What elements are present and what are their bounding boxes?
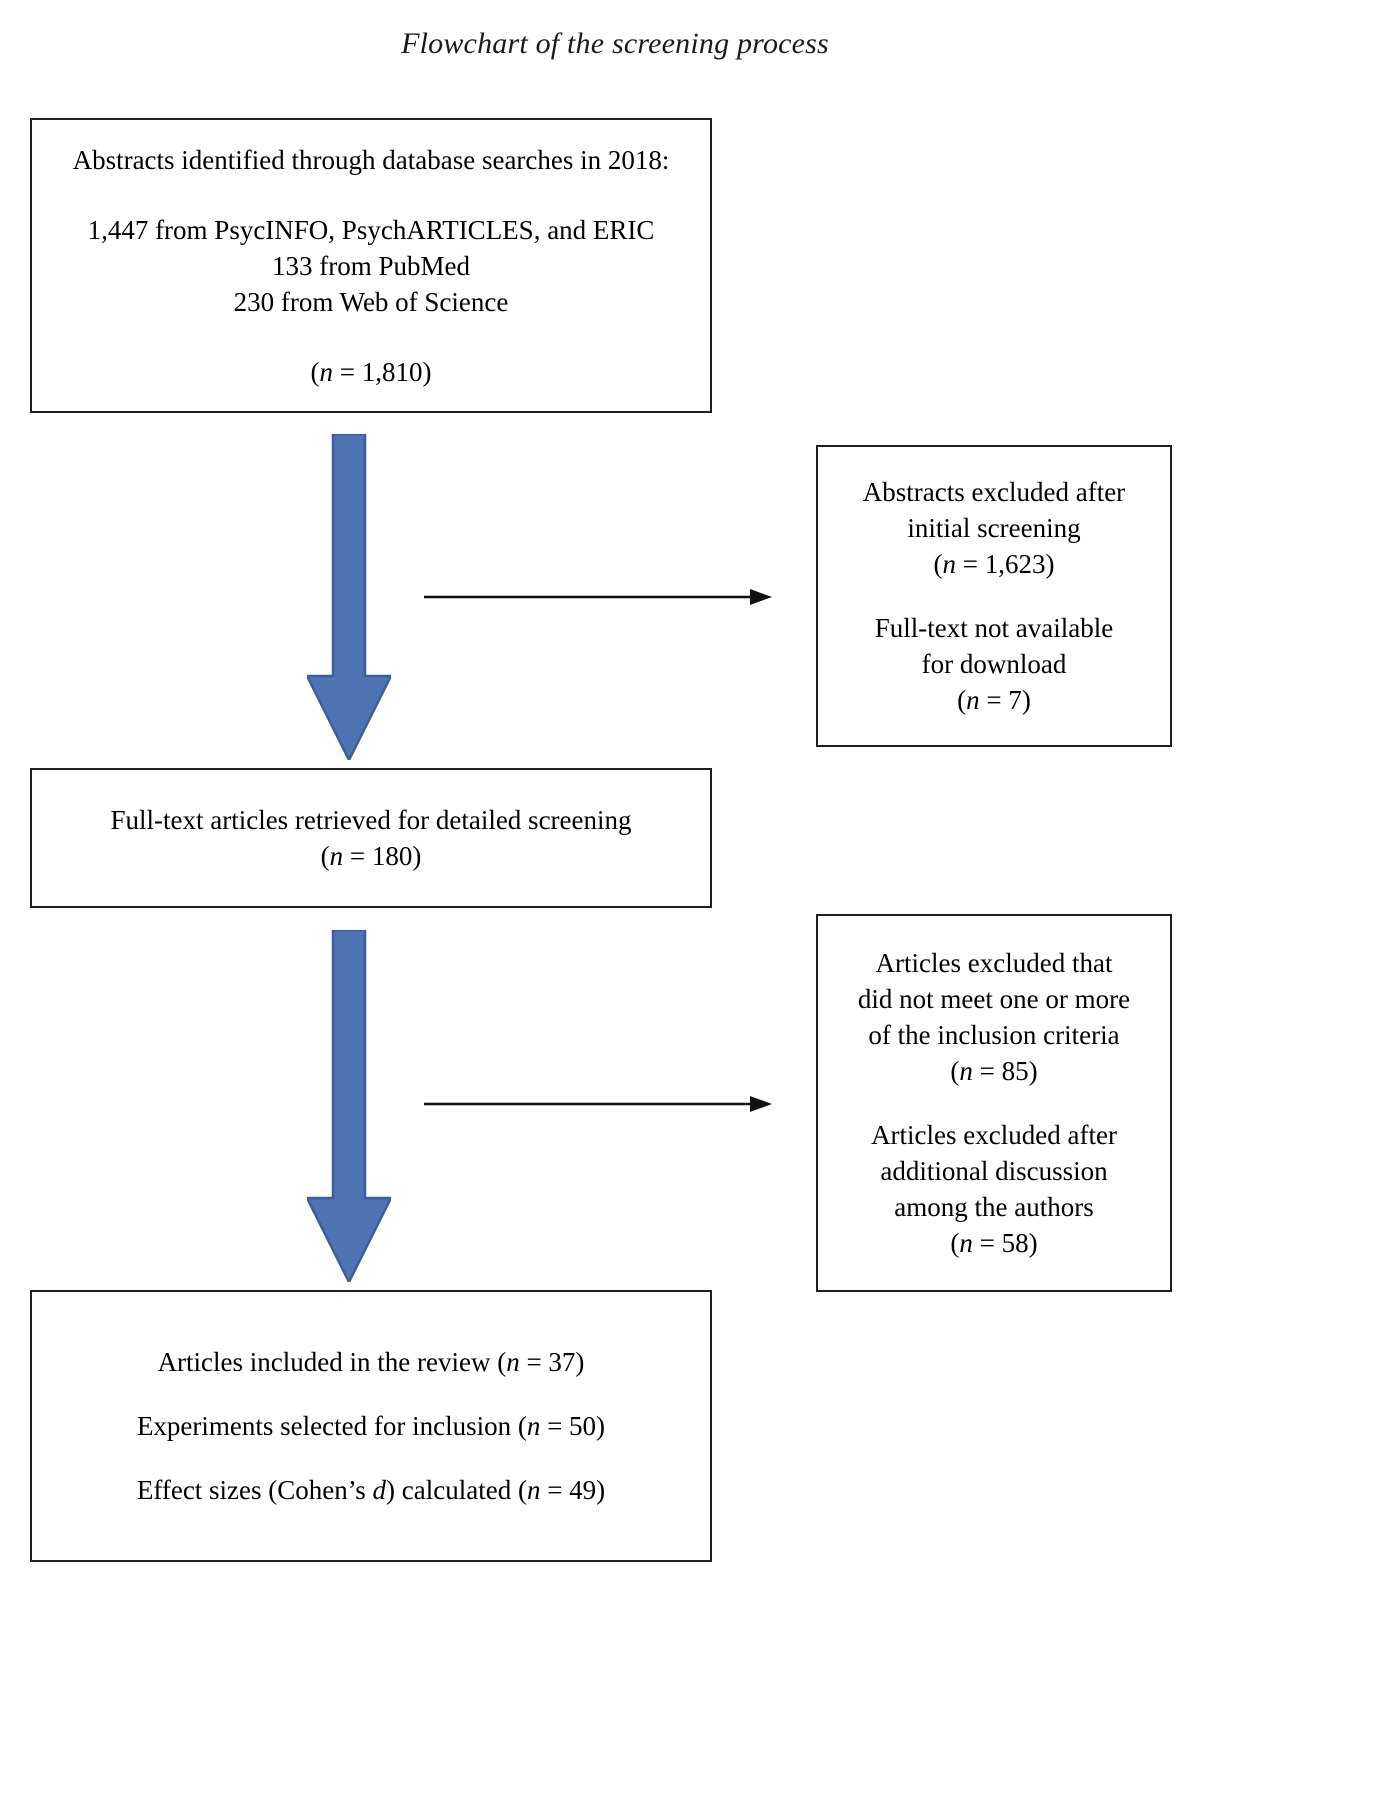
n-value: = 85) <box>972 1056 1038 1086</box>
n-value: = 49) <box>540 1475 606 1505</box>
n-value: = 58) <box>972 1228 1038 1258</box>
included-row-2-pre: Experiments selected for inclusion ( <box>136 1411 527 1441</box>
excluded-criteria-line-6: among the authors <box>894 1192 1094 1222</box>
n-symbol: n <box>526 1475 541 1505</box>
n-value: = 1,810) <box>333 356 432 387</box>
excluded-initial-line-2: initial screening <box>907 513 1081 543</box>
right-arrow-icon-2 <box>424 1094 772 1114</box>
identified-heading: Abstracts identified through database se… <box>72 144 670 175</box>
page-title: Flowchart of the screening process <box>401 27 829 60</box>
paren-open: ( <box>933 549 943 579</box>
d-symbol: d <box>372 1475 387 1505</box>
identified-source-wos: 230 from Web of Science <box>233 286 509 317</box>
n-value: = 7) <box>979 685 1031 715</box>
excluded-criteria-line-5: additional discussion <box>880 1156 1108 1186</box>
excluded-initial-count-2: (n = 7) <box>957 682 1031 718</box>
paren-open: ( <box>310 356 320 387</box>
n-symbol: n <box>319 356 334 387</box>
box-abstracts-excluded-initial: Abstracts excluded after initial screeni… <box>816 445 1172 747</box>
excluded-initial-line-3: Full-text not available <box>874 613 1114 643</box>
paren-open: ( <box>957 685 967 715</box>
paren-open: ( <box>320 841 330 871</box>
fulltext-count: (n = 180) <box>321 838 422 874</box>
included-row-2: Experiments selected for inclusion (n = … <box>137 1408 605 1444</box>
paren-open: ( <box>950 1228 960 1258</box>
excluded-criteria-line-3: of the inclusion criteria <box>868 1020 1120 1050</box>
n-value: = 180) <box>343 841 422 871</box>
box-articles-excluded-criteria: Articles excluded that did not meet one … <box>816 914 1172 1292</box>
included-row-3-pre: Effect sizes (Cohen’s <box>136 1475 373 1505</box>
down-arrow-icon-1 <box>307 434 391 760</box>
excluded-initial-count-1: (n = 1,623) <box>934 546 1055 582</box>
n-symbol: n <box>526 1411 541 1441</box>
n-symbol: n <box>959 1228 973 1258</box>
included-row-3: Effect sizes (Cohen’s d) calculated (n =… <box>137 1472 605 1508</box>
identified-source-pubmed: 133 from PubMed <box>272 250 470 281</box>
n-value: = 50) <box>540 1411 606 1441</box>
right-arrow-icon-1 <box>424 587 772 607</box>
excluded-criteria-count-1: (n = 85) <box>950 1053 1037 1089</box>
n-symbol: n <box>506 1347 520 1377</box>
excluded-initial-line-1: Abstracts excluded after <box>862 477 1126 507</box>
box-abstracts-identified: Abstracts identified through database se… <box>30 118 712 413</box>
n-symbol: n <box>329 841 344 871</box>
paren-open: ( <box>950 1056 960 1086</box>
excluded-criteria-line-4: Articles excluded after <box>871 1120 1117 1150</box>
identified-total-count: (n = 1,810) <box>311 354 432 390</box>
n-symbol: n <box>942 549 957 579</box>
box-articles-included: Articles included in the review (n = 37)… <box>30 1290 712 1562</box>
n-value: = 1,623) <box>956 549 1055 579</box>
included-row-1-pre: Articles included in the review ( <box>157 1347 507 1377</box>
included-row-1: Articles included in the review (n = 37) <box>158 1344 585 1380</box>
n-symbol: n <box>966 685 980 715</box>
included-row-3-mid: ) calculated ( <box>386 1475 527 1505</box>
n-symbol: n <box>959 1056 973 1086</box>
identified-source-psycinfo: 1,447 from PsycINFO, PsychARTICLES, and … <box>87 214 655 245</box>
excluded-criteria-line-2: did not meet one or more <box>857 984 1131 1014</box>
excluded-criteria-line-1: Articles excluded that <box>875 948 1113 978</box>
down-arrow-icon-2 <box>307 930 391 1282</box>
excluded-initial-line-4: for download <box>921 649 1067 679</box>
n-value: = 37) <box>519 1347 585 1377</box>
box-fulltext-retrieved: Full-text articles retrieved for detaile… <box>30 768 712 908</box>
excluded-criteria-count-2: (n = 58) <box>950 1225 1037 1261</box>
fulltext-line-1: Full-text articles retrieved for detaile… <box>110 805 632 835</box>
